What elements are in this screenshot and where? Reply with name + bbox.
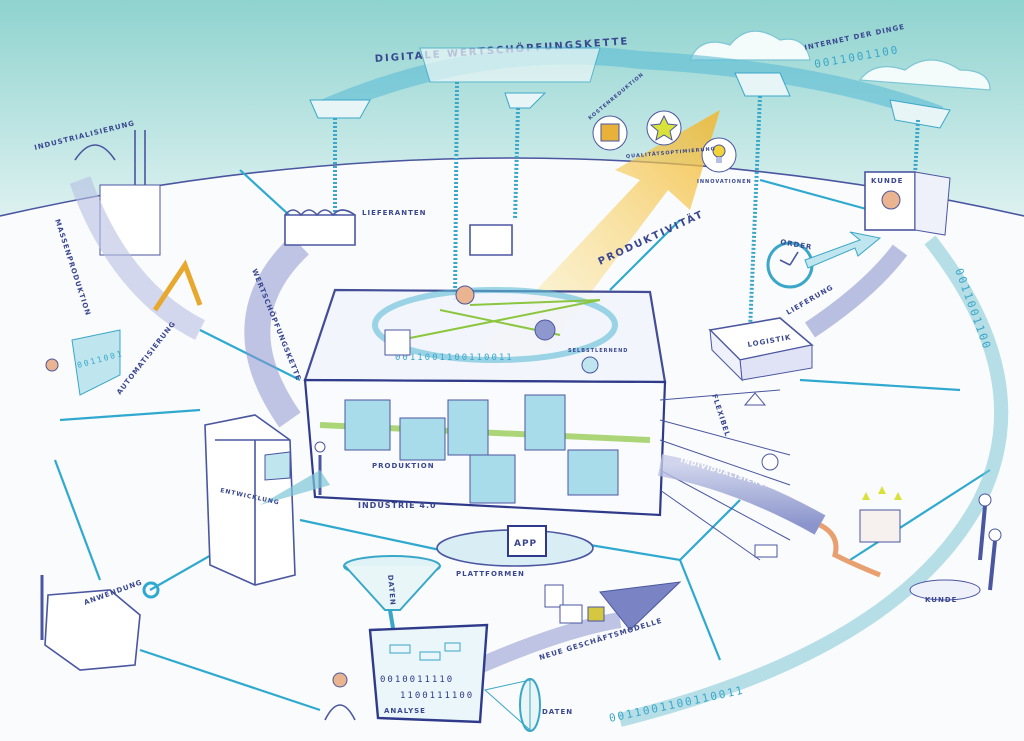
hand-icon <box>818 522 881 578</box>
data-funnel <box>343 555 441 641</box>
value-chain-loop <box>244 235 310 428</box>
label-customer-top: KUNDE <box>871 177 903 185</box>
worker-tablet-icon <box>314 441 326 453</box>
label-industry-4-0: INDUSTRIE 4.0 <box>358 501 437 510</box>
label-production: PRODUKTION <box>372 462 435 470</box>
binary-analysis-1: 0010011110 <box>380 675 454 685</box>
automation-screen: 0011001 <box>45 329 125 396</box>
custom-product-cube <box>859 486 902 543</box>
platforms-disc <box>436 525 594 567</box>
analyst-avatar <box>332 672 348 688</box>
app-icon <box>507 525 547 557</box>
network-lines <box>53 169 991 712</box>
brain-icon <box>581 356 599 374</box>
flexible-output-rays <box>659 389 791 561</box>
robot-arm-icon <box>152 259 203 312</box>
label-suppliers: LIEFERANTEN <box>362 209 427 217</box>
data-ring-arc <box>618 235 1009 727</box>
order-clock-icon <box>766 231 882 289</box>
label-data-funnel: DATEN <box>386 574 397 606</box>
benefit-icons <box>592 110 737 173</box>
label-innovations: INNOVATIONEN <box>697 179 752 185</box>
label-customer-bottom: KUNDE <box>925 596 957 604</box>
label-platforms: PLATTFORMEN <box>456 570 525 578</box>
development-tower <box>204 414 330 586</box>
engineer-avatar <box>455 285 475 305</box>
individualization-tube <box>657 454 826 535</box>
binary-loop: 0011001100110011 <box>395 353 514 363</box>
connector-icon <box>142 581 160 599</box>
customers-bottom <box>909 493 1002 601</box>
data-collector-funnel <box>483 678 541 732</box>
label-data-bottom: DATEN <box>542 708 573 716</box>
customer-kiosk <box>864 171 951 236</box>
supplier-factories <box>284 209 513 256</box>
binary-analysis-2: 1100111100 <box>400 691 474 701</box>
clouds <box>689 30 991 91</box>
cyber-physical-loop <box>372 287 618 363</box>
historic-factory <box>69 130 206 340</box>
delivery-arrow <box>805 244 908 338</box>
business-models <box>466 581 682 678</box>
worker-icon <box>45 358 59 372</box>
label-self-learning: SELBSTLERNEND <box>568 348 628 354</box>
customer-avatar <box>881 190 901 210</box>
label-app: APP <box>514 539 537 549</box>
label-analysis: ANALYSE <box>384 707 426 715</box>
digital-value-chain-arrow <box>316 46 944 124</box>
rating-stars-icon <box>862 486 902 500</box>
cloud-panels <box>309 47 951 331</box>
logistics-warehouse <box>708 317 814 382</box>
application-building <box>40 575 160 671</box>
smart-factory-box: 0011001100110011 <box>303 285 667 517</box>
analysis-monitor <box>324 623 489 724</box>
vr-user-avatar <box>534 319 556 341</box>
